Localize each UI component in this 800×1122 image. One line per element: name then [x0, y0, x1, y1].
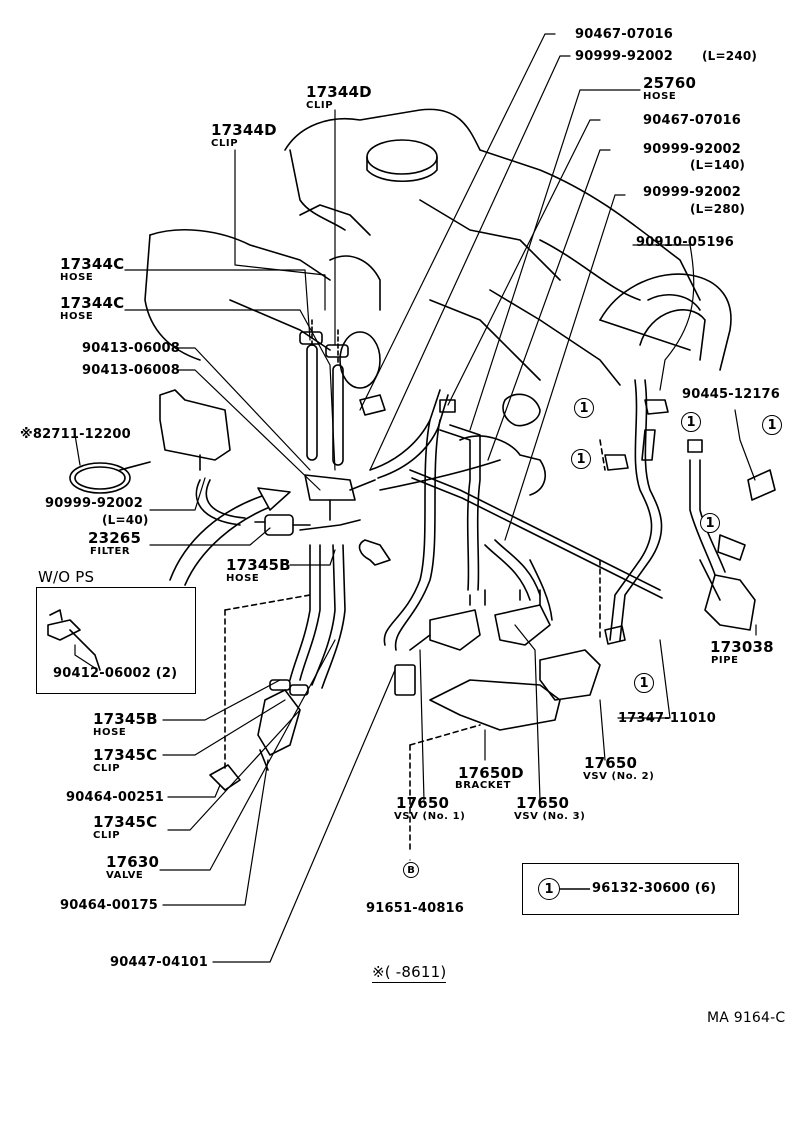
label-90467-07016-a: 90467-07016: [575, 27, 674, 42]
vsv-assembly: [394, 589, 601, 731]
diagram-code: MA 9164-C: [707, 1010, 786, 1026]
label-17344C-a-sub: HOSE: [60, 272, 94, 283]
hose-with-filter: [195, 479, 361, 536]
small-clips: [358, 394, 703, 566]
hoses-17344C: [299, 319, 349, 466]
label-173038-sub: PIPE: [711, 655, 739, 666]
hoses-17345B: [289, 544, 346, 689]
label-90447-04101: 90447-04101: [110, 955, 209, 970]
label-90464-00175: 90464-00175: [60, 898, 159, 913]
label-90445-12176: 90445-12176: [682, 387, 781, 402]
label-91651-40816: 91651-40816: [366, 901, 465, 916]
label-wops: W/O PS: [38, 568, 95, 586]
label-17344C-b: 17344C: [60, 294, 125, 312]
label-17344D-a-sub: CLIP: [306, 100, 334, 111]
label-17344D-b: 17344D: [211, 121, 277, 139]
label-17344C-a: 17344C: [60, 255, 125, 273]
clip-vsv2: [604, 625, 626, 645]
label-90999-92002-c: 90999-92002: [643, 185, 742, 200]
long-hoses: [369, 389, 663, 651]
label-90999-92002-b-len: (L=140): [690, 158, 746, 172]
guide-lines: [224, 439, 606, 851]
canister: [159, 389, 231, 471]
date-note: ※( -8611): [372, 963, 447, 983]
label-90413-06008-a: 90413-06008: [82, 341, 181, 356]
flow-arrow: [169, 487, 291, 586]
label-90467-07016-b: 90467-07016: [643, 113, 742, 128]
label-90999-92002-a: 90999-92002: [575, 49, 674, 64]
label-17650-vsv3: 17650: [516, 794, 570, 812]
label-90999-92002-c-len: (L=280): [690, 202, 746, 216]
label-17344D-a: 17344D: [306, 83, 372, 101]
label-17650D-sub: BRACKET: [455, 780, 512, 791]
label-90999-92002-a-len: (L=240): [702, 49, 758, 63]
label-17345B-a: 17345B: [226, 556, 291, 574]
marker-1-f: 1: [634, 673, 654, 693]
legend-dash: [560, 888, 590, 890]
marker-1-b: 1: [571, 449, 591, 469]
label-17345C-a: 17345C: [93, 746, 158, 764]
marker-b: B: [403, 862, 419, 878]
label-90412-06002: 90412-06002 (2): [53, 666, 178, 681]
label-17630: 17630: [106, 853, 160, 871]
wops-fitting: [47, 609, 101, 671]
band-clip: [69, 461, 151, 494]
label-17345C-b: 17345C: [93, 813, 158, 831]
air-duct-outline: [599, 273, 732, 371]
label-25760: 25760: [643, 74, 697, 92]
label-17650-vsv1: 17650: [396, 794, 450, 812]
label-17650-vsv2-sub: VSV (No. 2): [583, 771, 655, 782]
valve-17630: [257, 679, 309, 771]
label-17344C-b-sub: HOSE: [60, 311, 94, 322]
three-way-connector: [304, 474, 376, 521]
legend-part-number: 96132-30600 (6): [592, 881, 717, 896]
label-25760-sub: HOSE: [643, 91, 677, 102]
label-90464-00251: 90464-00251: [66, 790, 165, 805]
label-90999-92002-d-len: (L=40): [102, 513, 149, 527]
label-17345C-a-sub: CLIP: [93, 763, 121, 774]
pipe-173038: [609, 379, 776, 641]
label-173038: 173038: [710, 638, 774, 656]
label-17345B-b-sub: HOSE: [93, 727, 127, 738]
label-90999-92002-b: 90999-92002: [643, 142, 742, 157]
marker-1-c: 1: [681, 412, 701, 432]
label-17650-vsv1-sub: VSV (No. 1): [394, 811, 466, 822]
label-17345B-a-sub: HOSE: [226, 573, 260, 584]
label-17344D-b-sub: CLIP: [211, 138, 239, 149]
legend-circled-one-icon: 1: [538, 878, 560, 900]
label-17630-sub: VALVE: [106, 870, 144, 881]
label-90999-92002-d: 90999-92002: [45, 496, 144, 511]
marker-1-a: 1: [574, 398, 594, 418]
label-17345B-b: 17345B: [93, 710, 158, 728]
label-17650-vsv3-sub: VSV (No. 3): [514, 811, 586, 822]
label-23265-sub: FILTER: [90, 546, 131, 557]
label-17650D: 17650D: [458, 764, 524, 782]
label-17650-vsv2: 17650: [584, 754, 638, 772]
label-90413-06008-b: 90413-06008: [82, 363, 181, 378]
label-90910-05196: 90910-05196: [636, 235, 735, 250]
marker-1-d: 1: [762, 415, 782, 435]
label-82711-12200: ※82711-12200: [20, 427, 131, 442]
label-17347-11010: 17347-11010: [618, 711, 717, 726]
label-23265: 23265: [88, 529, 142, 547]
leader-lines: [74, 33, 757, 963]
marker-1-e: 1: [700, 513, 720, 533]
legend-box: [522, 863, 739, 915]
wops-inset-box: [36, 587, 196, 694]
label-17345C-b-sub: CLIP: [93, 830, 121, 841]
